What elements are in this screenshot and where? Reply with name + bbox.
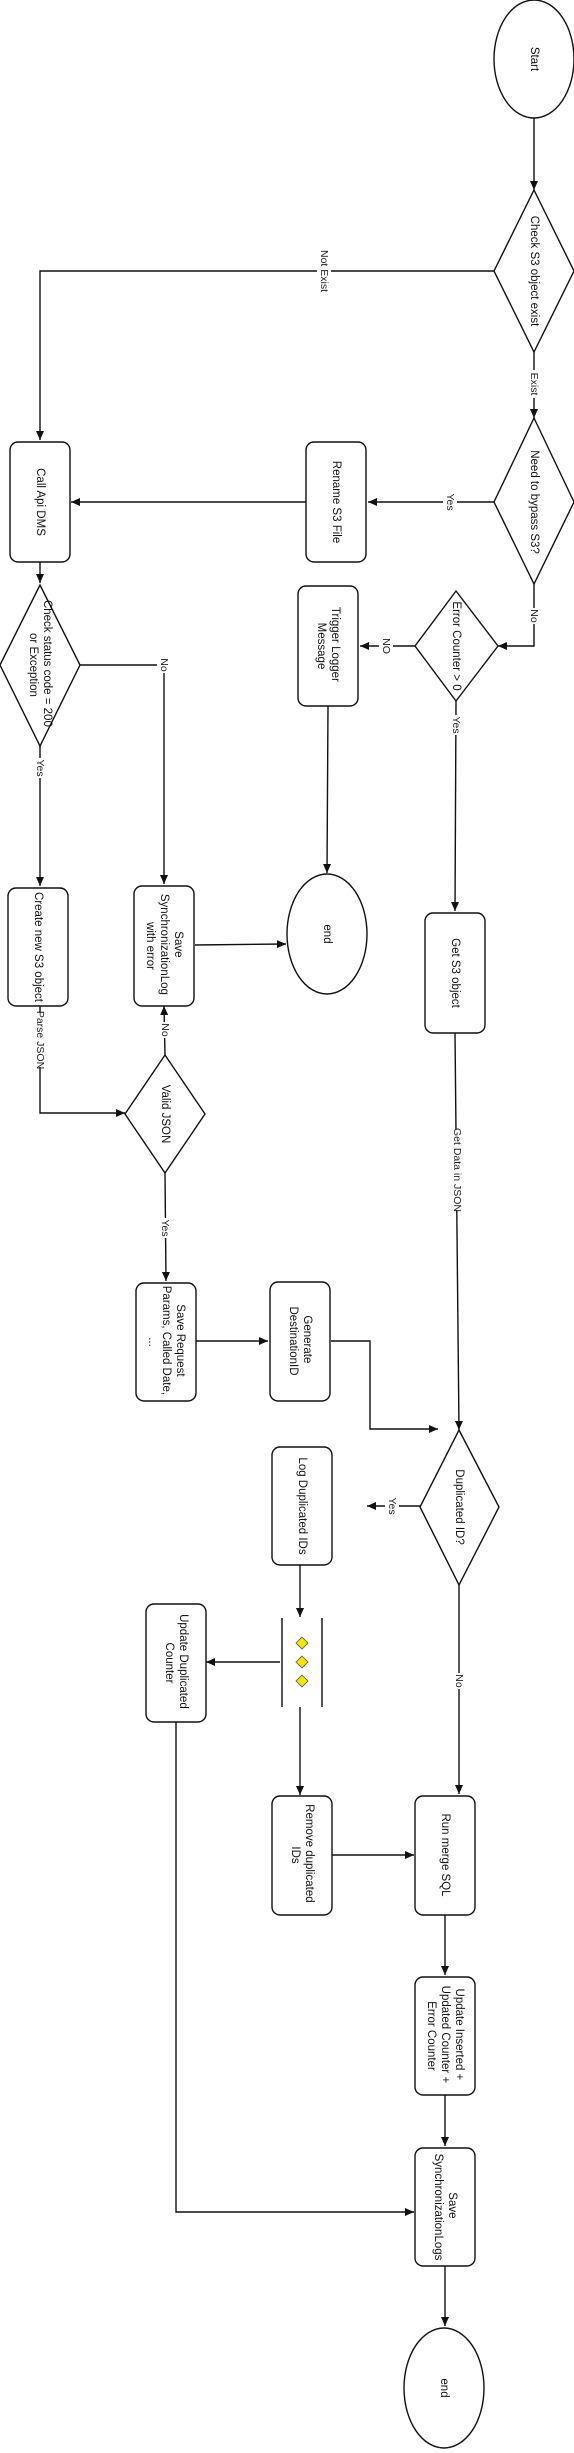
edge-create-valid	[39, 1006, 125, 1117]
label-no-json: No	[159, 1023, 171, 1037]
edge-dupcounter-savelogs	[175, 1722, 414, 2216]
node-get-s3[interactable]: Get S3 object	[424, 912, 486, 1034]
node-valid-json[interactable]: Valid JSON	[124, 1053, 206, 1175]
node-error-counter[interactable]: Error Counter > 0	[414, 589, 499, 703]
label-no-status: No	[158, 658, 170, 672]
node-call-api-label: Call Api DMS	[34, 468, 46, 536]
label-get-data-json: Get Data in JSON	[451, 1128, 463, 1212]
label-no-dup: No	[453, 1674, 465, 1688]
node-duplicated-id-label: Duplicated ID?	[453, 1469, 465, 1544]
edge-err-gets3	[451, 700, 460, 912]
marker-diamond-1	[295, 1636, 309, 1650]
node-save-request[interactable]: Save Request Params, Called Date, ...	[135, 1282, 197, 1402]
edge-check-callapi	[36, 270, 494, 440]
node-start[interactable]: Start	[493, 0, 574, 119]
edge-labels: Not Exist Exist Yes No NO Yes No Yes	[33, 247, 541, 1689]
edge-gets3-dup	[454, 1032, 463, 1431]
node-generate-dest[interactable]: Generate DestinationID	[269, 1281, 331, 1402]
node-save-sync-logs[interactable]: Save SynchronizationLogs	[414, 2147, 476, 2267]
node-run-merge-label: Run merge SQL	[439, 1813, 451, 1897]
edge-status-saveerr	[80, 664, 168, 884]
node-trigger-logger-label: Trigger Logger Message	[315, 607, 341, 685]
node-parallel-marker[interactable]	[281, 1618, 323, 1707]
node-update-inserted-label: Update Inserted + Updated Counter + Erro…	[425, 1986, 465, 2087]
label-no-bypass: No	[528, 609, 540, 623]
node-duplicated-id[interactable]: Duplicated ID?	[419, 1428, 500, 1587]
node-valid-json-label: Valid JSON	[159, 1085, 171, 1144]
edge-generate-dup	[331, 1340, 438, 1433]
label-yes-error: Yes	[450, 716, 462, 733]
edge-saveerr-end	[194, 940, 287, 949]
node-end-2-label: end	[438, 2378, 450, 2397]
node-need-bypass-label: Need to bypass S3?	[528, 450, 540, 554]
node-log-dup-label: Log Duplicated IDs	[296, 1457, 308, 1554]
label-yes-dup: Yes	[386, 1497, 398, 1514]
node-create-s3[interactable]: Create new S3 object	[7, 887, 69, 1007]
node-trigger-logger[interactable]: Trigger Logger Message	[297, 585, 359, 707]
node-remove-dup[interactable]: Remove duplicated IDs	[271, 1795, 333, 1916]
node-rename-s3-label: Rename S3 File	[330, 461, 342, 543]
node-check-status-label: Check status code = 200 or Exception	[27, 600, 53, 730]
label-not-exist: Not Exist	[318, 250, 330, 292]
label-yes-bypass: Yes	[444, 493, 456, 510]
node-update-inserted[interactable]: Update Inserted + Updated Counter + Erro…	[414, 1976, 476, 2096]
node-error-counter-label: Error Counter > 0	[450, 601, 462, 690]
node-check-s3[interactable]: Check S3 object exist	[493, 188, 574, 354]
node-remove-dup-label: Remove duplicated IDs	[289, 1804, 315, 1906]
marker-diamond-2	[295, 1655, 309, 1669]
node-need-bypass[interactable]: Need to bypass S3?	[493, 416, 574, 586]
node-save-sync-logs-label: Save SynchronizationLogs	[432, 2154, 458, 2261]
node-update-dup-counter-label: Update Duplicated Counter	[163, 1614, 189, 1712]
node-get-s3-label: Get S3 object	[449, 938, 461, 1008]
node-rename-s3[interactable]: Rename S3 File	[305, 441, 367, 563]
node-end-1-label: end	[321, 924, 333, 943]
node-save-request-label: Save Request Params, Called Date, ...	[146, 1286, 186, 1399]
node-start-label: Start	[528, 47, 540, 72]
node-save-sync-error[interactable]: Save SynchronizationLog with error	[133, 885, 195, 1007]
label-no-error: NO	[380, 638, 392, 654]
node-end-1[interactable]: end	[286, 873, 368, 995]
node-create-s3-label: Create new S3 object	[32, 892, 44, 1003]
marker-diamond-3	[295, 1674, 309, 1688]
label-exist: Exist	[528, 373, 540, 396]
node-call-api[interactable]: Call Api DMS	[9, 441, 71, 563]
node-log-dup[interactable]: Log Duplicated IDs	[271, 1446, 333, 1566]
label-yes-status: Yes	[34, 759, 46, 776]
node-check-s3-label: Check S3 object exist	[528, 216, 540, 327]
label-parse-json: Parse JSON	[34, 1011, 46, 1069]
node-run-merge[interactable]: Run merge SQL	[414, 1795, 476, 1916]
node-check-status[interactable]: Check status code = 200 or Exception	[0, 583, 81, 748]
edge-trigger-end	[323, 705, 332, 874]
edge-bypass-errcounter	[498, 584, 535, 650]
node-save-sync-error-label: Save SynchronizationLog with error	[144, 894, 184, 998]
label-yes-json: Yes	[159, 1219, 171, 1236]
node-update-dup-counter[interactable]: Update Duplicated Counter	[145, 1603, 207, 1723]
node-end-2[interactable]: end	[403, 2327, 485, 2449]
node-generate-dest-label: Generate DestinationID	[287, 1306, 313, 1375]
